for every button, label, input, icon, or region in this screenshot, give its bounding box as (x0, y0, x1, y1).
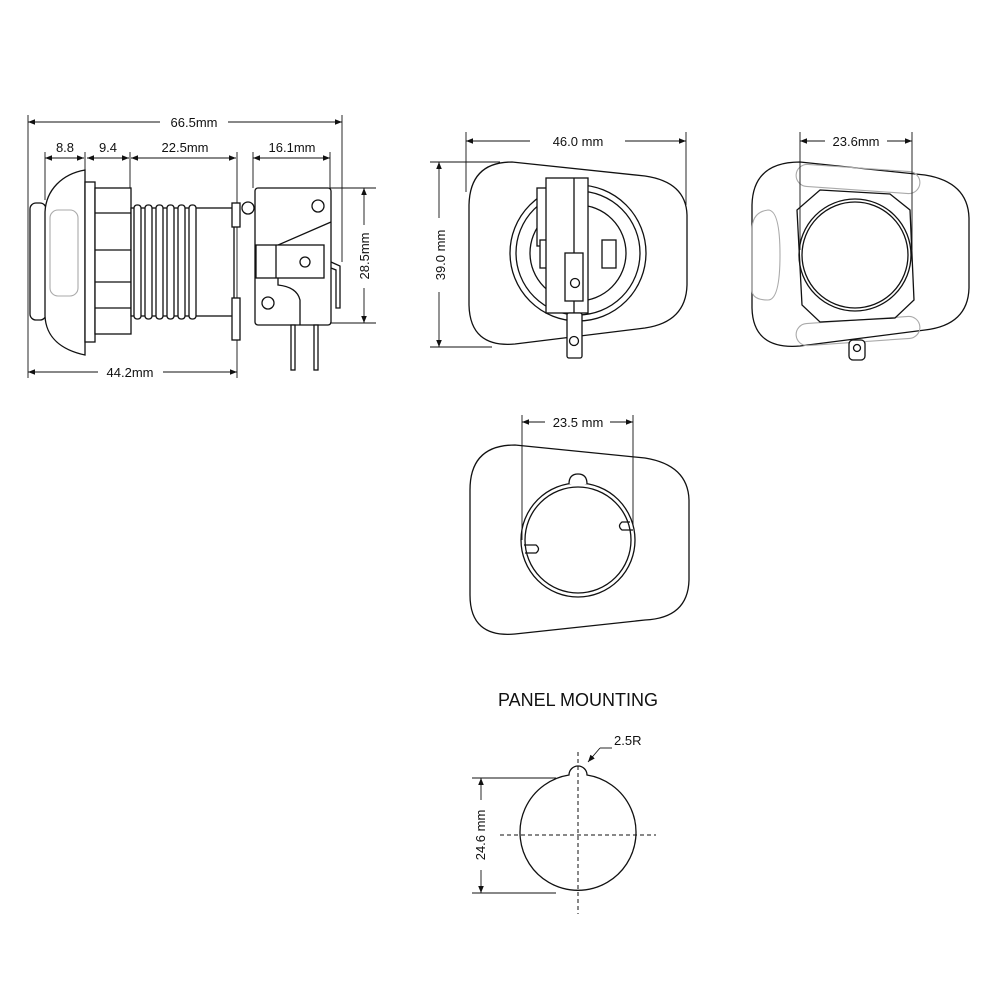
dimension-thread-length: 22.5mm (131, 140, 236, 161)
nut (94, 187, 132, 335)
dimension-notch-radius: 2.5R (587, 733, 641, 763)
button-cap (44, 169, 86, 356)
front-view: 23.6mm (751, 132, 970, 361)
dimension-switch-height: 28.5mm (330, 187, 376, 324)
terminal-tab (566, 312, 583, 359)
panel-mounting: PANEL MOUNTING 2.5R 24.6 mm (472, 690, 658, 914)
label-switch-height: 28.5mm (357, 233, 372, 280)
label-rear-width: 46.0 mm (553, 134, 604, 149)
rear-view: 46.0 mm 39.0 mm (430, 132, 688, 359)
panel-cutout (519, 765, 637, 891)
label-thread-length: 22.5mm (162, 140, 209, 155)
label-cap-width: 8.8 (56, 140, 74, 155)
label-overall-length: 66.5mm (171, 115, 218, 130)
dimension-overall-length: 66.5mm (28, 115, 342, 130)
dimension-front-length: 44.2mm (28, 365, 237, 380)
label-hole-diameter: 24.6 mm (473, 810, 488, 861)
label-notch-radius: 2.5R (614, 733, 641, 748)
panel-mounting-title: PANEL MOUNTING (498, 690, 658, 710)
label-rear-height: 39.0 mm (433, 230, 448, 281)
button-lens (29, 202, 47, 321)
body-view: 23.5 mm (469, 415, 690, 635)
side-view: 66.5mm 8.8 9.4 22.5mm 16.1mm (27, 115, 376, 380)
label-body-diameter: 23.5 mm (553, 415, 604, 430)
flange (84, 181, 96, 343)
dimension-hole-diameter: 24.6 mm (472, 777, 556, 894)
label-front-length: 44.2mm (107, 365, 154, 380)
label-button-diameter: 23.6mm (833, 134, 880, 149)
threaded-body (130, 204, 235, 320)
dimension-body-diameter: 23.5 mm (521, 415, 634, 540)
dimension-rear-height: 39.0 mm (430, 161, 500, 348)
label-switch-width: 16.1mm (269, 140, 316, 155)
dimension-cap-width: 8.8 (45, 140, 84, 161)
dimension-nut-width: 9.4 (87, 140, 129, 161)
button-face (801, 201, 909, 309)
dimension-button-diameter: 23.6mm (799, 132, 913, 250)
microswitch (254, 187, 341, 371)
label-nut-width: 9.4 (99, 140, 117, 155)
dimension-switch-width: 16.1mm (253, 140, 330, 161)
